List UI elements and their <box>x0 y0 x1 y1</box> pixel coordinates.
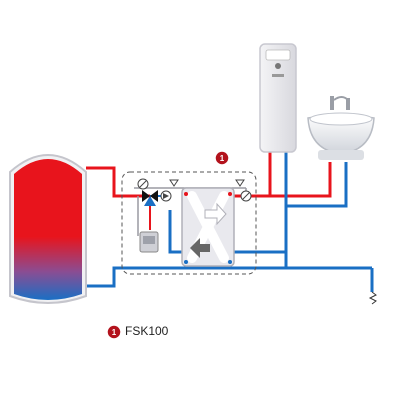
check-valve-right <box>240 190 252 202</box>
filter-valve-right <box>235 179 245 187</box>
filter-valve-left <box>169 179 179 187</box>
legend-marker: 1 <box>106 324 122 340</box>
legend-number: 1 <box>112 328 117 337</box>
legend-label: FSK100 <box>125 324 169 338</box>
plate-heat-exchanger <box>181 187 235 267</box>
component-marker: 1 <box>214 150 230 166</box>
drain-symbol <box>368 291 377 305</box>
electric-water-heater <box>259 43 297 153</box>
mixing-valve <box>142 190 158 206</box>
marker-number: 1 <box>220 154 225 163</box>
station-boundary-fsk100 <box>121 171 257 275</box>
flow-meter <box>137 178 149 190</box>
pump <box>139 231 159 253</box>
storage-tank <box>9 154 87 304</box>
check-valve-left <box>160 190 172 202</box>
washbasin <box>307 96 375 160</box>
